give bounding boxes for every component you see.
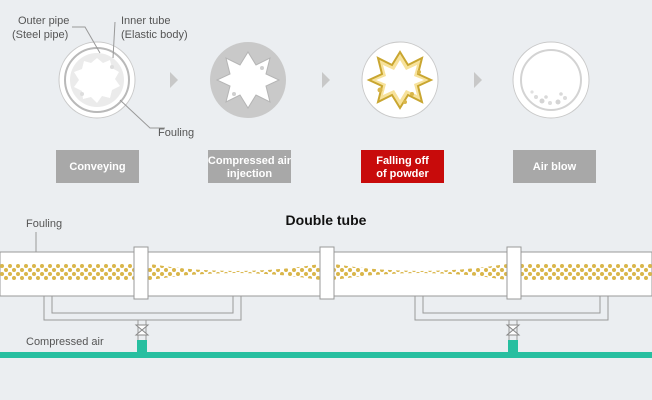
step-compressed-air-injection: Compressed air injection [208, 150, 292, 183]
fouling-label-bottom: Fouling [26, 218, 62, 230]
stage-conveying-cross-section [58, 41, 136, 119]
arrow-icon [474, 72, 482, 88]
step-falling-off-of-powder: Falling off of powder [361, 150, 444, 183]
step-label: Compressed air [208, 155, 292, 167]
arrow-icon [322, 72, 330, 88]
air-connector [508, 340, 518, 353]
air-connector [137, 340, 147, 353]
step-label: of powder [376, 168, 429, 180]
step-label: injection [227, 168, 273, 180]
step-air-blow: Air blow [513, 150, 596, 183]
compressed-air-line [0, 352, 652, 358]
step-label: Conveying [69, 161, 125, 173]
stage-injection-cross-section [210, 42, 286, 118]
leader-lines [72, 21, 165, 129]
valve-icon [505, 324, 521, 336]
arrow-icon [170, 72, 178, 88]
fouling-label-top: Fouling [158, 127, 194, 139]
double-tube [0, 246, 652, 300]
air-bypass-lines [43, 296, 609, 340]
outer-pipe-sublabel: (Steel pipe) [12, 29, 68, 41]
inner-tube-sublabel: (Elastic body) [121, 29, 188, 41]
step-conveying: Conveying [56, 150, 139, 183]
valve-icon [134, 324, 150, 336]
outer-pipe-label: Outer pipe [18, 15, 69, 27]
double-tube-title: Double tube [286, 212, 367, 228]
inner-tube-label: Inner tube [121, 15, 171, 27]
step-label: Falling off [376, 155, 429, 167]
step-label: Air blow [533, 161, 577, 173]
stage-falling-off-cross-section [361, 41, 439, 119]
stage-air-blow-cross-section [512, 41, 590, 119]
compressed-air-label: Compressed air [26, 336, 104, 348]
